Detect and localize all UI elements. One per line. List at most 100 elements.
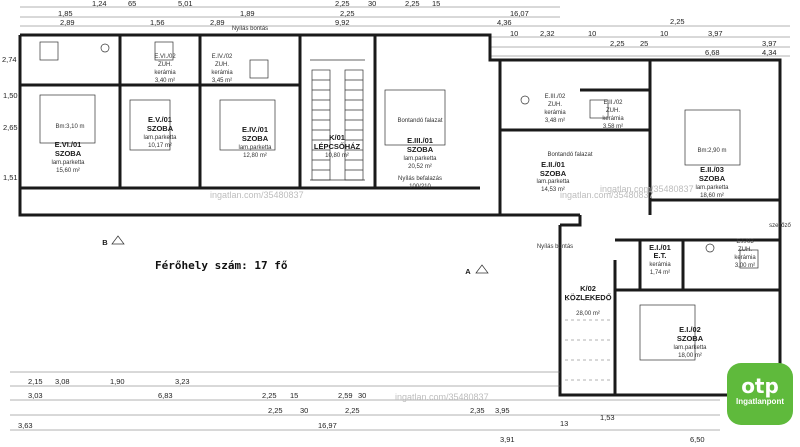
dim-label: 15 <box>432 0 440 8</box>
sink-icon <box>520 95 530 105</box>
dim-label: 2,59 <box>338 391 353 400</box>
section-arrow-icon <box>111 235 125 245</box>
room-type: SZOBA <box>540 169 567 178</box>
room-area: 18,60 m² <box>700 193 724 199</box>
watermark-text: ingatlan.com/35480837 <box>600 184 694 194</box>
room-eii01: Bontandó falazat E.II./01 SZOBA lam.park… <box>536 152 592 193</box>
bottom-dimension-row-3: 3,63 16,97 1,90 3,91 <box>18 377 515 444</box>
room-code: E.VI./01 <box>55 140 82 149</box>
dim-label: 2,25 <box>340 9 355 18</box>
shower-icon <box>154 41 174 61</box>
furniture <box>39 41 759 361</box>
room-eiii01: Bontandó falazat E.III./01 SZOBA lam.par… <box>397 118 442 170</box>
small-room-eiv02: E.IV./02 ZUH. kerámia 3,45 m² <box>211 54 233 84</box>
room-area: 3,48 m² <box>545 118 565 124</box>
room-code: E.IV./02 <box>212 54 233 60</box>
dim-label: 10 <box>660 29 668 38</box>
room-type: SZOBA <box>407 145 434 154</box>
room-eii03: Bm:2,90 m E.II./03 SZOBA lam.parketta 18… <box>695 148 729 199</box>
bed-icon <box>639 304 696 361</box>
bed-icon <box>384 89 446 146</box>
dim-label: 2,25 <box>268 406 283 415</box>
dim-label: 2,25 <box>670 17 685 26</box>
dim-label: 10 <box>588 29 596 38</box>
watermark-text: ingatlan.com/35480837 <box>395 392 489 402</box>
dim-label: 1,53 <box>600 413 615 422</box>
room-type: SZOBA <box>55 149 82 158</box>
top-dimension-row-1: 1,24 65 5,01 2,25 30 2,25 15 <box>92 0 440 8</box>
note-befalazas-size: 100/210 <box>409 184 431 190</box>
small-room-ei03: E.I./03 ZUH. kerámia 3,00 m² <box>734 239 756 269</box>
note-szellozo: szellőző <box>769 223 791 229</box>
room-code: E.III./02 <box>545 94 566 100</box>
dim-label: 3,97 <box>708 29 723 38</box>
dim-label: 2,25 <box>345 406 360 415</box>
otp-ingatlanpont-logo: otp Ingatlanpont <box>727 363 793 425</box>
room-k01: K/01 LÉPCSŐHÁZ 10,80 m² <box>314 133 361 159</box>
top-dimension-lines <box>20 6 790 57</box>
room-area: 10,80 m² <box>325 153 349 159</box>
dim-label: 6,50 <box>690 435 705 444</box>
plan-notes: Nyílás bontás Nyílás bontás Nyílás befal… <box>232 26 792 250</box>
room-code: K/01 <box>329 133 345 142</box>
dim-label: 16,97 <box>318 421 337 430</box>
bed-icon <box>39 94 96 144</box>
room-floor: lam.parketta <box>51 160 85 166</box>
room-floor: lam.parketta <box>673 345 707 351</box>
dim-label: 1,56 <box>150 18 165 27</box>
dim-label: 30 <box>300 406 308 415</box>
room-area: 3,40 m² <box>155 78 175 84</box>
dim-label: 30 <box>358 391 366 400</box>
staircase <box>311 69 364 181</box>
room-floor: lam.parketta <box>238 145 272 151</box>
room-ev01: E.V./01 SZOBA lam.parketta 10,17 m² <box>143 115 177 149</box>
room-area: 18,00 m² <box>678 353 702 359</box>
room-area: 14,53 m² <box>541 187 565 193</box>
dim-label: 3,63 <box>18 421 33 430</box>
room-type: LÉPCSŐHÁZ <box>314 142 361 151</box>
room-code: E.I./01 <box>649 243 671 252</box>
room-type: ZUH. <box>738 247 752 253</box>
room-floor: kerámia <box>602 116 624 122</box>
room-code: E.II./02 <box>603 100 623 106</box>
room-type: ZUH. <box>158 62 172 68</box>
room-area: 1,74 m² <box>650 270 670 276</box>
room-floor: lam.parketta <box>403 156 437 162</box>
room-floor: lam.parketta <box>536 179 570 185</box>
bed-icon <box>129 99 171 151</box>
room-floor: kerámia <box>154 70 176 76</box>
room-area: 20,52 m² <box>408 164 432 170</box>
dim-label: 5,01 <box>178 0 193 8</box>
dim-label: 2,25 <box>610 39 625 48</box>
dim-label: 3,08 <box>55 377 70 386</box>
dim-label: 6,83 <box>158 391 173 400</box>
dim-label: 2,35 <box>470 406 485 415</box>
dim-label: 3,91 <box>500 435 515 444</box>
dim-label: 2,25 <box>262 391 277 400</box>
room-extra: Bontandó falazat <box>547 152 592 158</box>
room-ei01: E.I./01 E.T. kerámia 1,74 m² <box>649 243 671 276</box>
shower-icon <box>39 41 59 61</box>
bottom-dimension-row-2: 3,03 6,83 2,25 30 2,25 2,35 3,95 13 6,50 <box>28 391 705 444</box>
small-room-evi02: E.VI./02 ZUH. kerámia 3,40 m² <box>154 54 176 84</box>
top-dimension-row-2: 1,85 1,89 2,25 9,92 4,36 16,07 <box>58 9 529 27</box>
brand-sub: Ingatlanpont <box>736 397 784 406</box>
capacity-label: Férőhely szám: 17 fő <box>155 259 288 272</box>
dim-label: 1,90 <box>110 377 125 386</box>
room-area: 3,58 m² <box>603 124 623 130</box>
room-type: SZOBA <box>242 134 269 143</box>
dim-label: 2,89 <box>210 18 225 27</box>
dim-label: 4,34 <box>762 48 777 57</box>
dim-label: 4,36 <box>497 18 512 27</box>
note-nyilas-bontas: Nyílás bontás <box>232 26 268 32</box>
room-ei02: E.I./02 SZOBA lam.parketta 18,00 m² <box>673 325 707 359</box>
dim-label: 1,50 <box>3 91 18 100</box>
sink-icon <box>100 43 110 53</box>
dim-label: 13 <box>560 419 568 428</box>
dim-label: 25 <box>640 39 648 48</box>
room-extra: Bm:2,90 m <box>697 148 726 154</box>
room-type: ZUH. <box>548 102 562 108</box>
room-area: 15,60 m² <box>56 168 80 174</box>
dim-label: 2,25 <box>335 0 350 8</box>
